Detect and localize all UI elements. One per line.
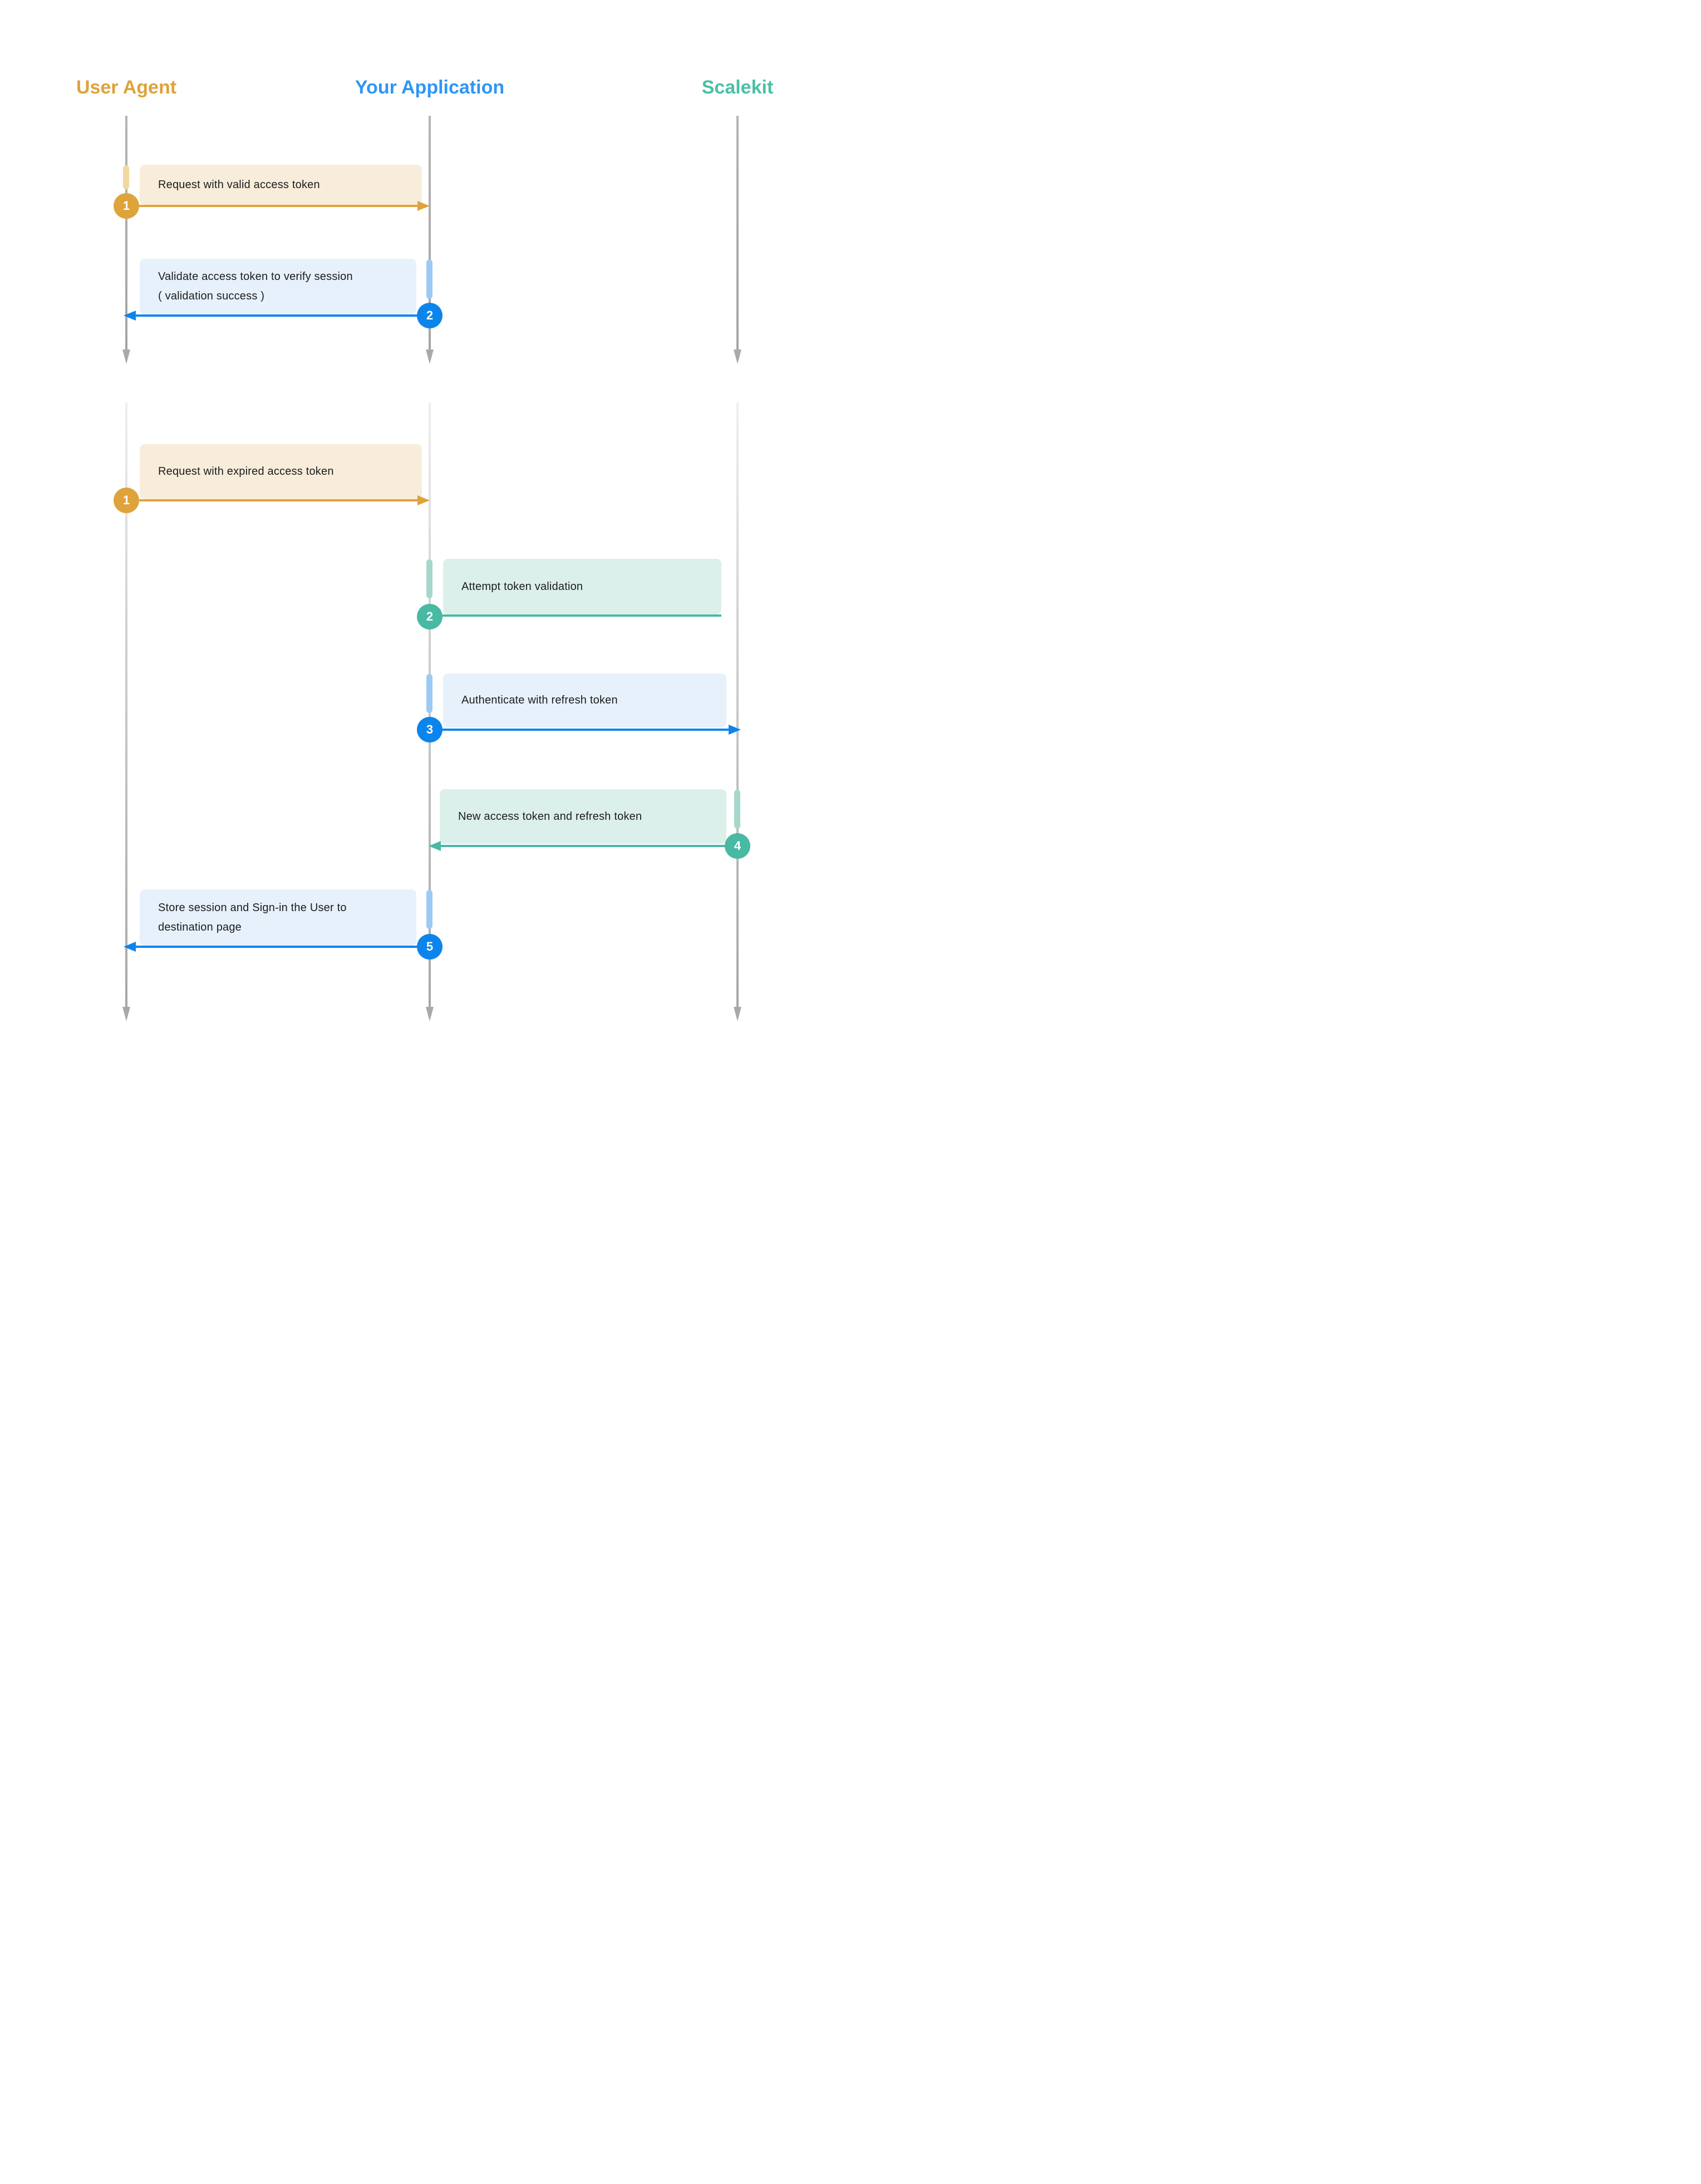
activation-bar-scalekit xyxy=(734,790,740,829)
arrowhead-left-icon xyxy=(124,311,136,321)
step-badge: 2 xyxy=(417,303,443,328)
actor-header-your-application: Your Application xyxy=(355,77,505,98)
activation-bar-your-application xyxy=(426,259,432,299)
step-badge: 5 xyxy=(417,934,443,960)
lifeline-arrowhead-down-icon xyxy=(122,350,130,364)
step-badge: 1 xyxy=(114,193,139,219)
step-badge: 4 xyxy=(725,833,750,859)
message-box: Authenticate with refresh token xyxy=(443,673,726,727)
message-text-line1: Validate access token to verify session xyxy=(158,270,353,283)
message-text-line2: ( validation success ) xyxy=(158,290,265,302)
message-box: Request with valid access token xyxy=(140,165,422,205)
message-arrow-line xyxy=(441,845,725,847)
lifeline-user-agent-section2 xyxy=(125,402,127,1007)
message-box: Store session and Sign-in the User to de… xyxy=(140,889,416,946)
activation-bar-your-application xyxy=(426,890,432,929)
step-badge: 2 xyxy=(417,604,443,629)
message-arrow-line xyxy=(139,499,417,501)
arrowhead-right-icon xyxy=(417,495,430,505)
message-text: New access token and refresh token xyxy=(458,810,642,823)
lifeline-arrowhead-down-icon xyxy=(426,350,434,364)
message-text: Attempt token validation xyxy=(461,580,583,593)
sequence-diagram: User Agent Your Application Scalekit Req… xyxy=(0,0,850,1092)
lifeline-user-agent-section1 xyxy=(125,116,127,350)
message-text-line1: Store session and Sign-in the User to xyxy=(158,901,347,914)
actor-header-user-agent: User Agent xyxy=(76,77,177,98)
message-arrow-line xyxy=(136,946,417,948)
lifeline-scalekit-section2 xyxy=(736,402,739,1007)
activation-bar-user-agent xyxy=(123,165,129,189)
message-arrow-line xyxy=(139,205,417,207)
message-text: Request with expired access token xyxy=(158,465,334,478)
step-badge: 3 xyxy=(417,717,443,742)
message-text: Request with valid access token xyxy=(158,178,320,191)
lifeline-arrowhead-down-icon xyxy=(426,1007,434,1021)
step-badge: 1 xyxy=(114,488,139,513)
message-box: Request with expired access token xyxy=(140,444,422,499)
arrowhead-right-icon xyxy=(417,201,430,211)
message-box: New access token and refresh token xyxy=(440,789,726,844)
lifeline-scalekit-section1 xyxy=(736,116,739,350)
actor-header-scalekit: Scalekit xyxy=(701,77,774,98)
lifeline-arrowhead-down-icon xyxy=(122,1007,130,1021)
activation-bar-your-application xyxy=(426,559,432,598)
arrowhead-left-icon xyxy=(429,841,441,851)
message-arrow-line xyxy=(136,314,417,317)
lifeline-your-application-section1 xyxy=(429,116,431,350)
lifeline-arrowhead-down-icon xyxy=(734,350,741,364)
message-text-line2: destination page xyxy=(158,921,242,933)
message-box: Validate access token to verify session … xyxy=(140,259,416,314)
message-arrow-line xyxy=(443,729,729,731)
arrowhead-left-icon xyxy=(124,942,136,952)
message-text: Authenticate with refresh token xyxy=(461,694,618,706)
self-message-line xyxy=(443,614,721,617)
arrowhead-right-icon xyxy=(729,725,741,735)
message-box: Attempt token validation xyxy=(443,559,721,614)
activation-bar-your-application xyxy=(426,674,432,713)
lifeline-arrowhead-down-icon xyxy=(734,1007,741,1021)
